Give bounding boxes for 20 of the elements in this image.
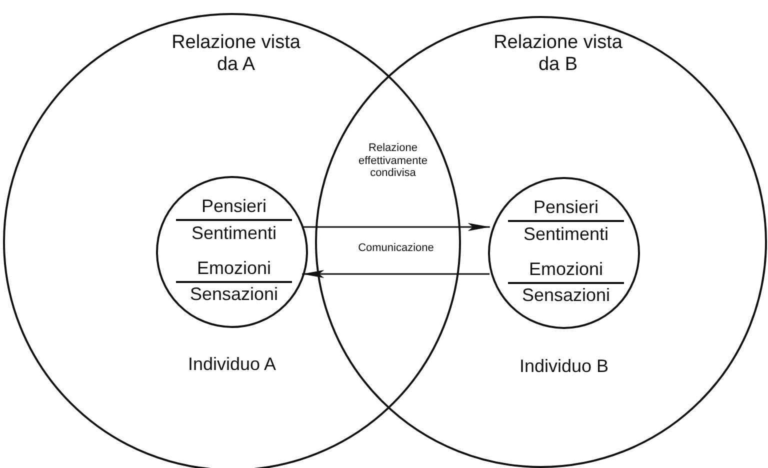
term-label: Pensieri [176,196,292,221]
individual-label: Individuo B [518,356,610,377]
communication-label: Comunicazione [357,242,435,255]
relation-circle [315,16,767,468]
term-label: Sentimenti [522,224,610,245]
term-label: Sensazioni [188,284,280,305]
term-label: Emozioni [176,258,292,283]
term-label: Pensieri [508,197,624,222]
individual-label: Individuo A [186,354,278,375]
term-label: Sensazioni [520,285,612,306]
arrow [302,223,490,231]
term-label: Sentimenti [190,223,278,244]
arrow [302,270,490,278]
individual-circle [156,176,308,328]
relation-circle [3,13,461,468]
term-label: Emozioni [508,259,624,284]
individual-circle [488,177,640,329]
relation-heading: Relazione vista da B [493,32,623,76]
shared-relation-caption: Relazione effettivamente condivisa [358,142,428,180]
relation-heading: Relazione vista da A [171,32,301,76]
